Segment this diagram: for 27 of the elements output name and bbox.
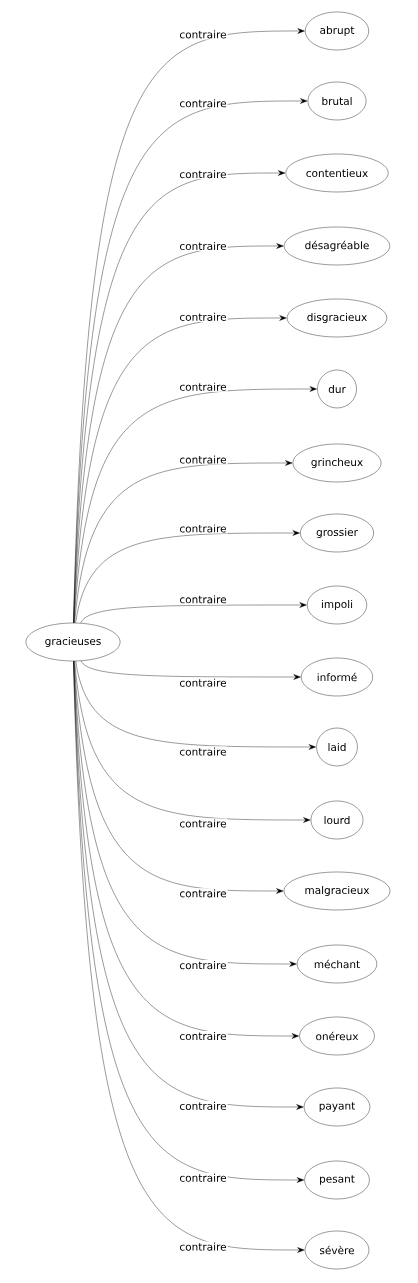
edge-label: contraire [180,170,227,179]
edge-label: contraire [180,595,227,604]
edge-label: contraire [180,1101,227,1110]
edge-label: contraire [180,30,227,39]
edge-label: contraire [180,1032,227,1041]
arrow [80,660,301,680]
arrow [73,661,299,1039]
arrow [73,315,287,623]
arrow [75,660,316,750]
edge-label: contraire [180,819,227,828]
edge-label: contraire [180,382,227,391]
edge-label: contraire [180,961,227,970]
arrow [73,386,317,623]
edge-label: contraire [180,312,227,321]
arrow [74,460,293,623]
arrow [75,530,300,624]
edge-label: contraire [180,241,227,251]
edge-label: contraire [180,455,227,464]
edge-label: contraire [180,889,227,898]
edge-label: contraire [180,1173,227,1182]
arrow [73,661,297,967]
edge-label: contraire [180,99,227,108]
edge-label: contraire [180,747,227,756]
edge-label: contraire [180,524,227,533]
arrow [80,602,307,624]
edge-label: contraire [180,678,227,687]
edge-label: contraire [180,1242,227,1251]
